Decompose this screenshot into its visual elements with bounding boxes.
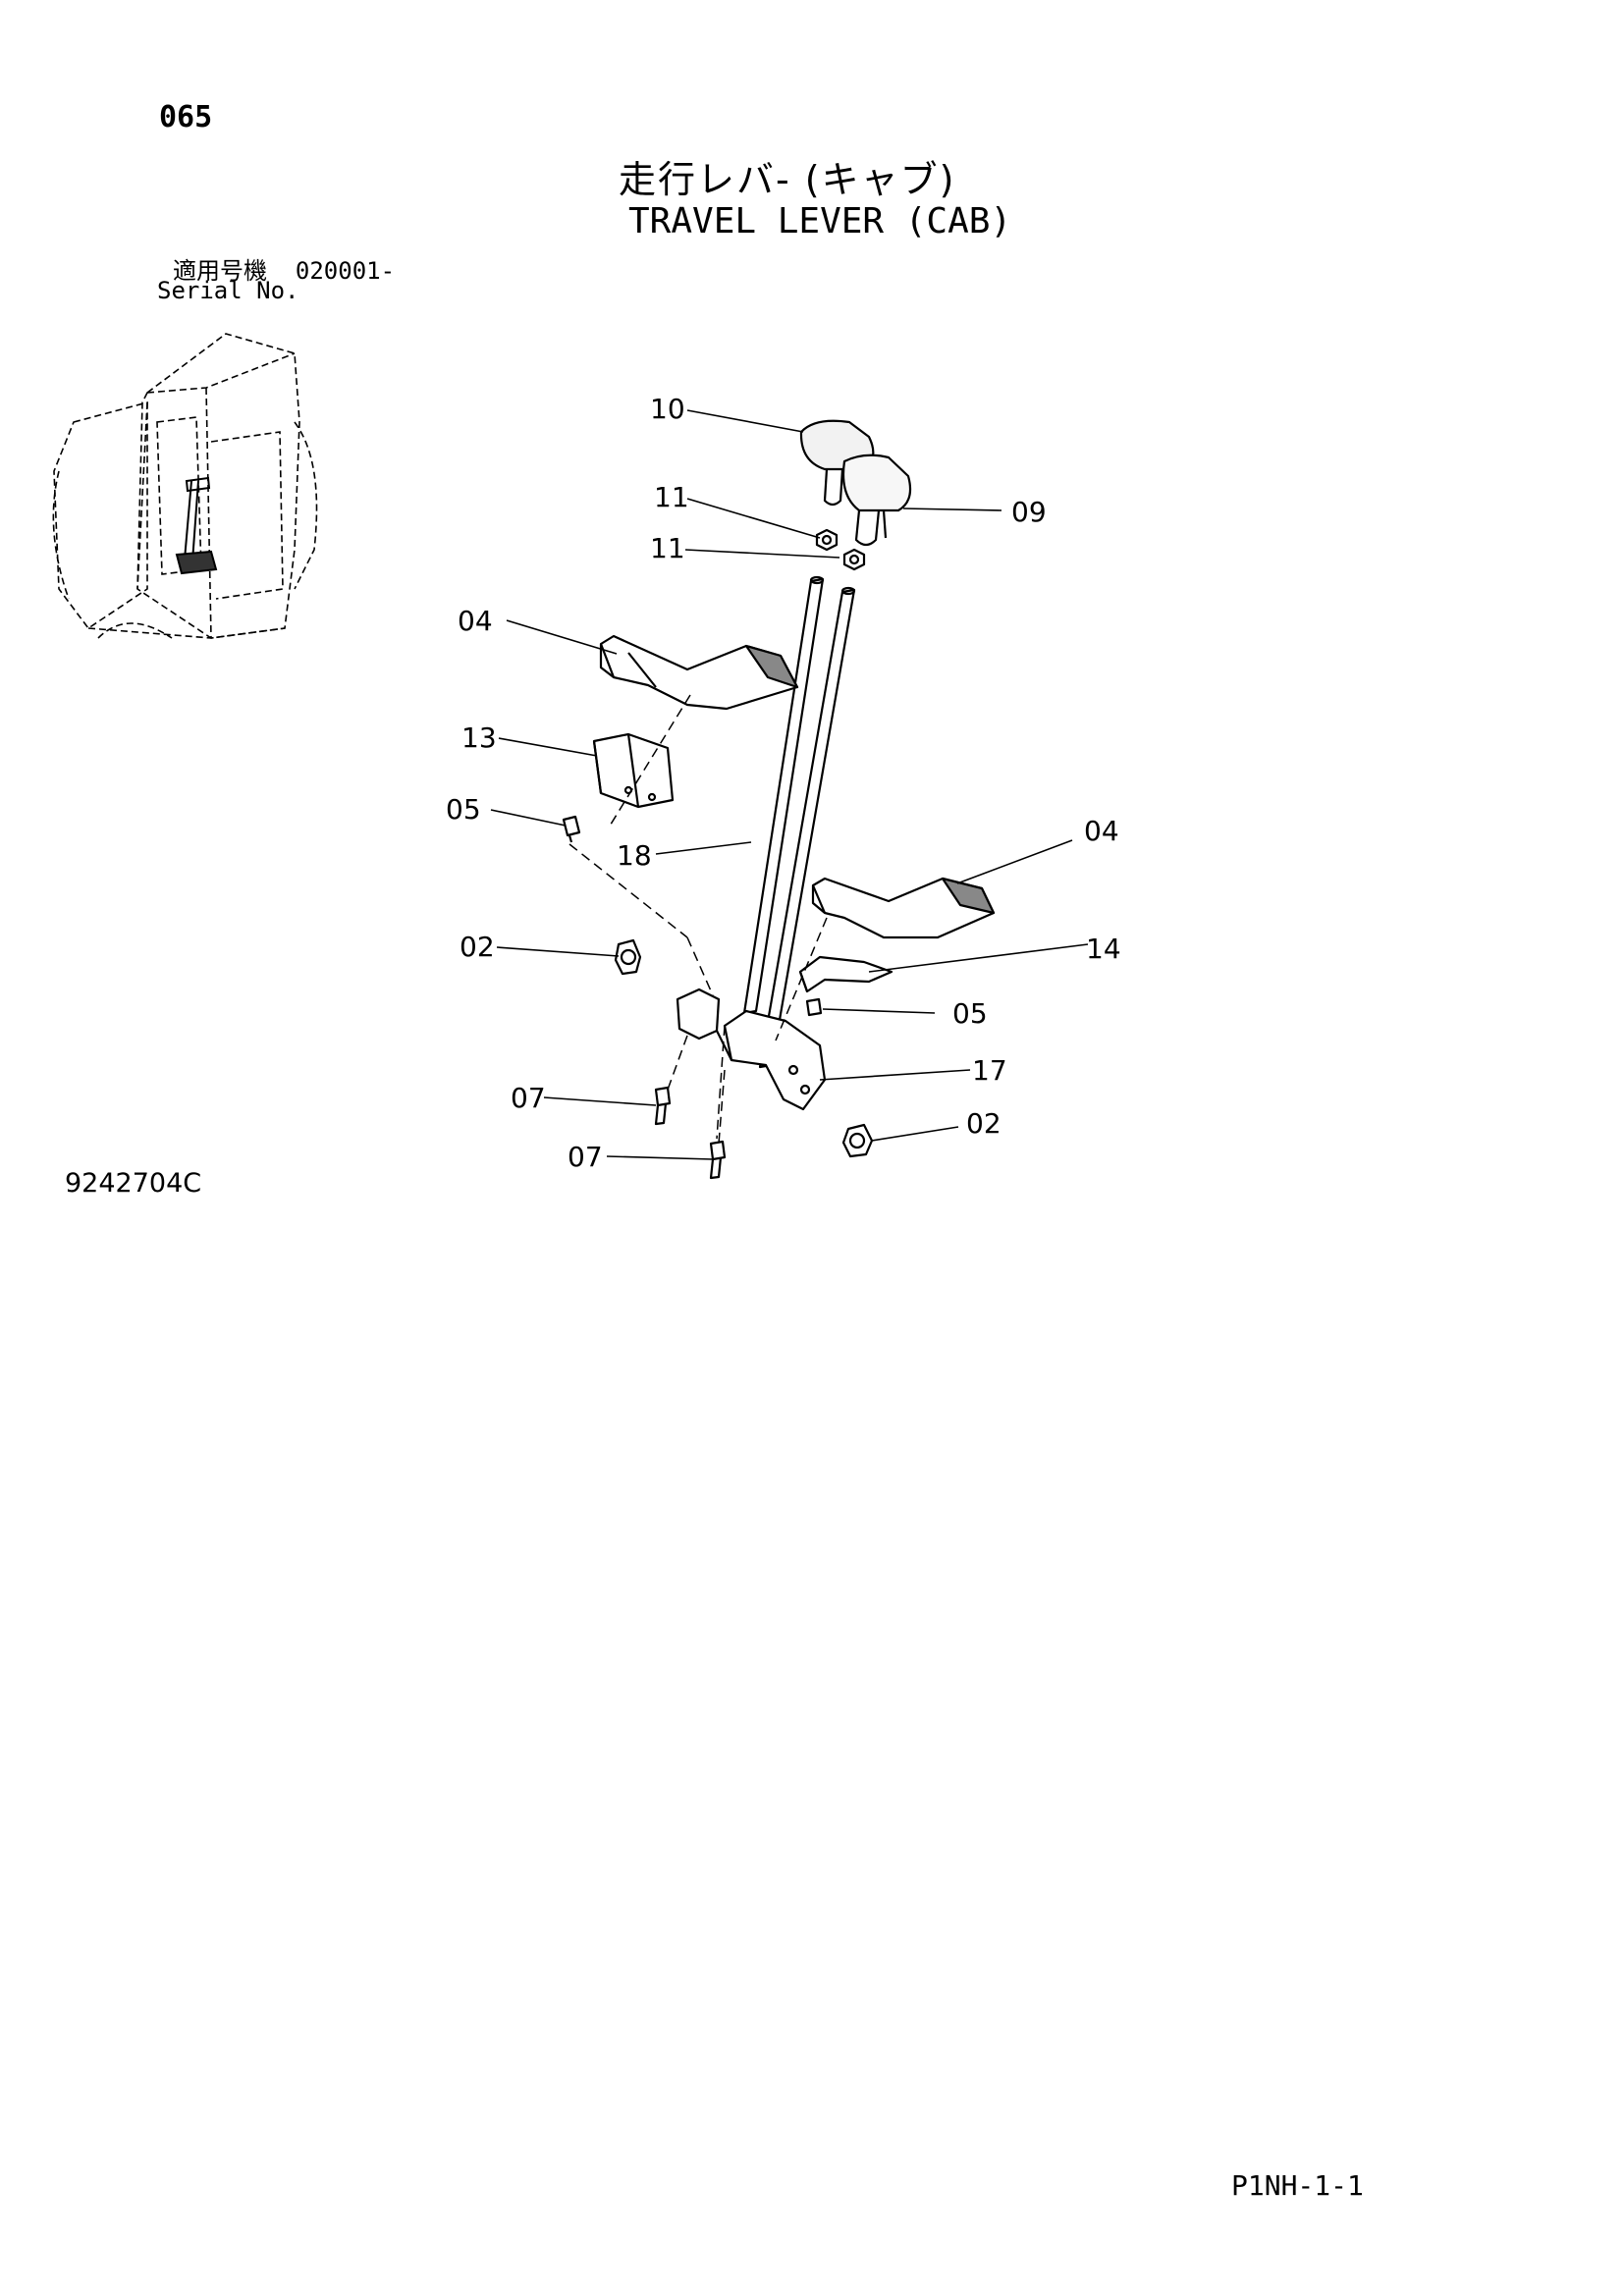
serial-label-en: Serial No. — [157, 277, 299, 304]
callout-09: 09 — [1011, 496, 1047, 528]
callout-02-left: 02 — [460, 931, 495, 963]
serial-label-ja: 適用号機 020001- — [173, 251, 395, 286]
cab-inset-illustration — [52, 333, 318, 639]
page-number: 065 — [159, 100, 213, 134]
callout-11-lower: 11 — [650, 532, 685, 564]
drawing-number: 9242704C — [65, 1168, 202, 1199]
callout-04-lower: 04 — [1084, 815, 1119, 847]
callout-04-upper: 04 — [458, 605, 493, 637]
callout-11-upper: 11 — [654, 481, 689, 513]
callout-02-right: 02 — [966, 1107, 1001, 1140]
callout-05-lower: 05 — [952, 997, 988, 1030]
alignment-lines — [568, 694, 828, 1145]
callout-13: 13 — [461, 721, 497, 754]
title-english: TRAVEL LEVER (CAB) — [628, 201, 1012, 241]
callout-18: 18 — [617, 839, 652, 872]
main-part-drawing — [562, 419, 996, 1180]
serial-label-ja-text: 適用号機 — [173, 257, 267, 285]
title-japanese: 走行レバ- (キャブ) — [619, 158, 956, 201]
callout-10: 10 — [650, 393, 685, 425]
callout-05-upper: 05 — [446, 793, 481, 826]
cab-inset-lever — [175, 476, 218, 575]
callout-14: 14 — [1086, 933, 1121, 965]
page-code: P1NH-1-1 — [1231, 2169, 1364, 2202]
callout-07-upper: 07 — [511, 1082, 546, 1114]
callout-07-lower: 07 — [568, 1141, 603, 1173]
callout-17: 17 — [972, 1054, 1007, 1087]
serial-value: 020001- — [295, 257, 396, 285]
leader-lines — [490, 409, 1089, 1160]
